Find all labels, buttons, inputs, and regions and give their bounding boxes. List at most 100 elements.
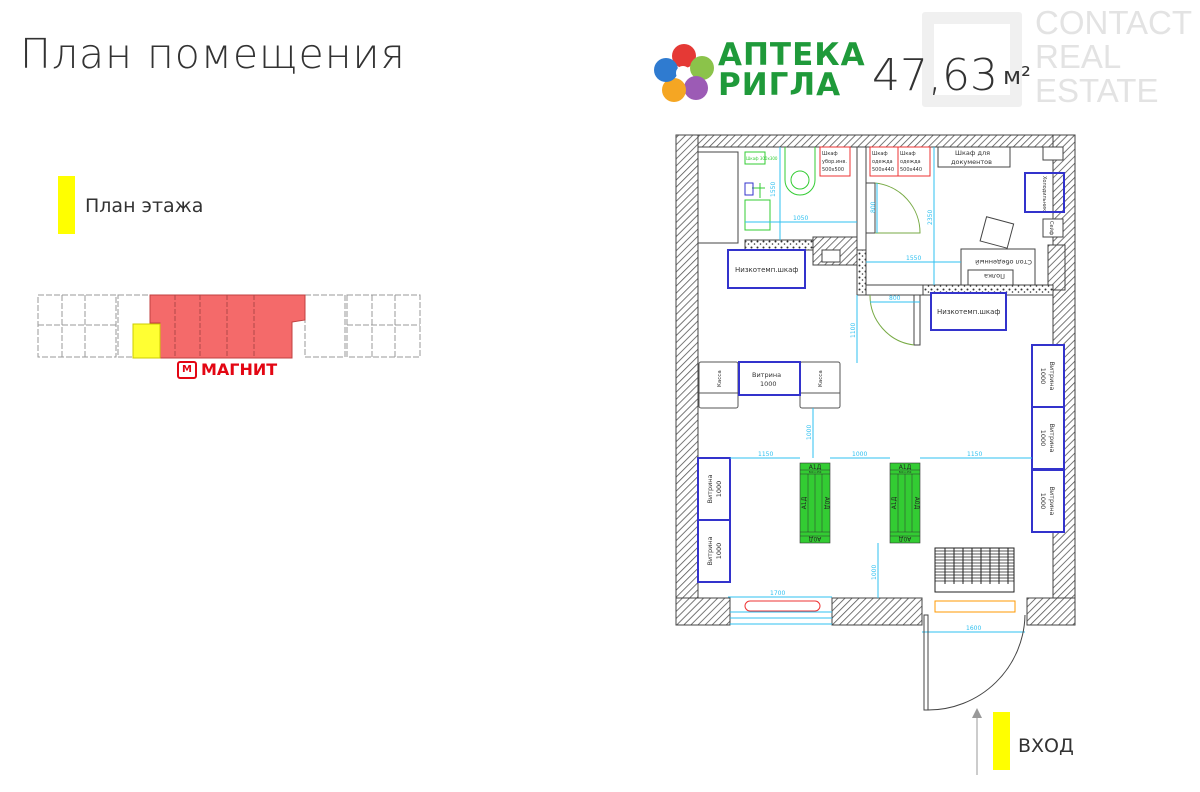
floor-minimap — [37, 294, 421, 359]
page-title: План помещения — [20, 30, 406, 78]
area-value: 47,63 — [872, 50, 998, 101]
cabinet-cleaning — [819, 146, 851, 177]
fridge — [1024, 172, 1065, 213]
pharmacy-logo-text: АПТЕКА РИГЛА — [718, 40, 866, 103]
showcase — [1031, 344, 1065, 408]
showcase-label: Витрина — [1048, 423, 1056, 452]
entrance-marker — [993, 712, 1010, 770]
cabinet-clothes-2 — [897, 146, 931, 177]
safe-label: Сейф — [1048, 221, 1055, 235]
rack-side-label: А0Д — [913, 497, 920, 510]
window — [730, 611, 832, 625]
showcase — [697, 457, 731, 521]
dimension-label: 1100 — [850, 323, 857, 338]
dimension-label: 1000 — [852, 451, 867, 458]
legend-label: План этажа — [85, 195, 204, 217]
tenant-logo-text: МАГНИТ — [201, 360, 278, 379]
rack-title: А1Д — [809, 464, 822, 471]
minimap-outline — [37, 294, 421, 358]
cabinet-clothes-size: 500х440 — [900, 167, 922, 173]
rack-side-label: А1Д — [801, 496, 808, 509]
rack-title: А1Д — [899, 464, 912, 471]
showcase-label: Витрина — [1048, 486, 1056, 515]
agency-watermark: CONTACT REAL ESTATE — [1035, 6, 1192, 108]
showcase-size: 1000 — [1039, 430, 1047, 447]
showcase-size: 1000 — [1039, 368, 1047, 385]
pharmacy-name-line2: РИГЛА — [718, 67, 842, 103]
showcase — [738, 361, 801, 396]
dimension-label: 800 — [870, 201, 877, 213]
toilet-icon — [784, 147, 816, 196]
agency-logo-mark — [922, 12, 1022, 107]
showcase-size: 1000 — [715, 543, 723, 560]
dimension-label: 1700 — [770, 590, 785, 597]
cabinet-small-label: Шкаф 300х300 — [746, 156, 778, 161]
low-temp-cabinet — [930, 292, 1007, 331]
dimension-label: 1550 — [906, 255, 921, 262]
cabinet-clothes-label: Шкаф — [872, 151, 888, 157]
cabinet-clothes-size: 500х440 — [872, 167, 894, 173]
dimension-label: 1150 — [758, 451, 773, 458]
showcase-size: 1000 — [1039, 493, 1047, 510]
showcase-size: 1000 — [715, 481, 723, 498]
agency-line3: ESTATE — [1035, 72, 1159, 109]
door-icon — [865, 182, 921, 234]
rack-side-label: А1Д — [891, 496, 898, 509]
dimension-label: 2350 — [927, 210, 934, 225]
door-icon — [869, 294, 921, 346]
documents-cabinet-label: Шкаф для — [955, 149, 990, 157]
cabinet-small — [744, 151, 766, 165]
showcase-label: Витрина — [706, 474, 714, 503]
dimension-label: 1000 — [806, 425, 813, 440]
cabinet-clothes-label: одежда — [872, 159, 893, 165]
cashier-label: Касса — [717, 370, 723, 387]
dining-table-label: Стол обеденный — [975, 258, 1032, 266]
documents-cabinet — [937, 146, 1011, 168]
low-temp-cabinet — [727, 249, 806, 289]
dimension-label: 1050 — [793, 215, 808, 222]
dimension-label: 1550 — [770, 182, 777, 197]
rack-bottom-label: А0Д — [808, 535, 821, 542]
office-chair — [979, 216, 1015, 249]
cabinet-clothes-label: одежда — [900, 159, 921, 165]
entrance-arrow-icon — [972, 708, 982, 775]
cabinet-cleaning-size: 500х500 — [822, 167, 844, 173]
rigla-flower-icon — [654, 44, 714, 102]
area-unit: м² — [1003, 62, 1031, 90]
shelf — [967, 269, 1014, 286]
rack-side-label: А0Д — [823, 497, 830, 510]
dimension-label: 1000 — [871, 565, 878, 580]
safe — [1042, 218, 1064, 238]
radiator — [934, 600, 1016, 613]
showcase — [1031, 406, 1065, 470]
fridge-label: Холодильник — [1041, 176, 1047, 211]
storage-niche — [697, 151, 739, 244]
minimap-highlight-unit — [132, 323, 161, 359]
legend-swatch — [58, 176, 75, 234]
cabinet-cleaning-label: Шкаф — [822, 151, 838, 157]
showcase-label: Витрина — [1048, 361, 1056, 390]
low-temp-cabinet-label: Низкотемп.шкаф — [735, 266, 798, 274]
documents-cabinet-label: документов — [951, 158, 992, 166]
shelf-label: Полка — [984, 272, 1005, 280]
showcase — [1031, 469, 1065, 533]
dimension-label: 1600 — [966, 625, 981, 632]
dimension-lines — [728, 147, 1032, 633]
dimension-label: 800 — [889, 295, 901, 302]
sink-icon — [744, 183, 771, 231]
agency-line2: REAL — [1035, 38, 1122, 75]
low-temp-cabinet-label: Низкотемп.шкаф — [937, 308, 1000, 316]
ventilation-grille — [934, 547, 1015, 593]
showcase — [697, 519, 731, 583]
agency-line1: CONTACT — [1035, 4, 1193, 41]
showcase-size: 1000 — [760, 380, 777, 388]
showcase-label: Витрина — [706, 536, 714, 565]
radiator — [744, 600, 821, 612]
showcase-label: Витрина — [752, 371, 781, 379]
rack-bottom-label: А0Д — [898, 535, 911, 542]
rack-size: 500 x 250 — [809, 470, 822, 474]
cashier-label: Касса — [818, 370, 824, 387]
entrance-label: ВХОД — [1018, 735, 1074, 757]
